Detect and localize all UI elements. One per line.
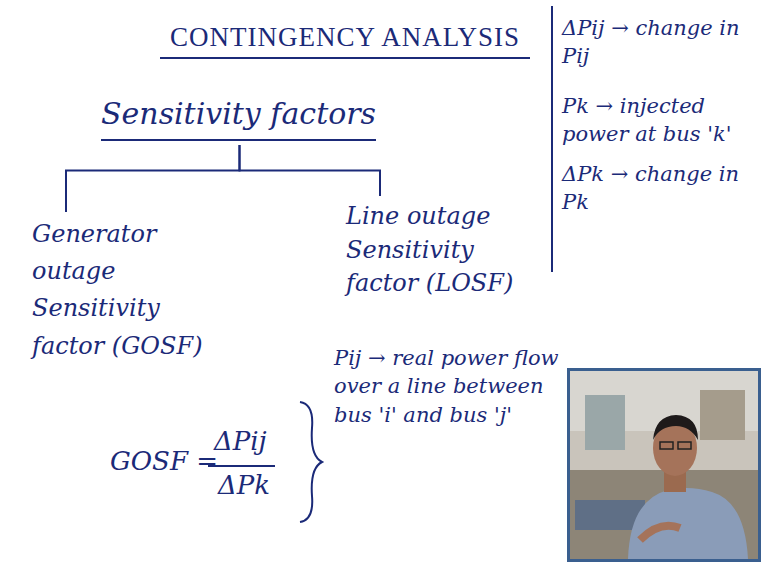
node-text: Line outage Sensitivity factor (LOSF) [346, 200, 526, 301]
definition-note: Pk → injected power at bus 'k' [562, 92, 760, 149]
tree-branch-text: Line outage Sensitivity factor (LOSF) [340, 196, 532, 305]
tree-root-text: Sensitivity factors [95, 90, 384, 145]
fraction-bar [208, 465, 275, 467]
definition-note: ΔPk → change in Pk [562, 160, 760, 217]
brace [300, 402, 322, 522]
definition-note: ΔPij → change in Pij [562, 14, 760, 71]
formula-denominator: ΔPk [218, 470, 298, 501]
divider-line [551, 6, 553, 272]
video-inset [567, 368, 761, 562]
formula-text: GOSF = [110, 446, 220, 477]
tree-connector [66, 145, 240, 212]
slide-title: CONTINGENCY ANALYSIS [160, 22, 530, 59]
tree-branch-text: Generator outage Sensitivity factor (GOS… [26, 212, 211, 369]
tree-connector [240, 145, 381, 196]
definition-note: Pij → real power flow over a line betwee… [334, 344, 560, 429]
formula-numerator: ΔPij [214, 426, 294, 457]
node-text: Sensitivity factors [101, 94, 376, 141]
node-text: Generator outage Sensitivity factor (GOS… [32, 216, 205, 365]
